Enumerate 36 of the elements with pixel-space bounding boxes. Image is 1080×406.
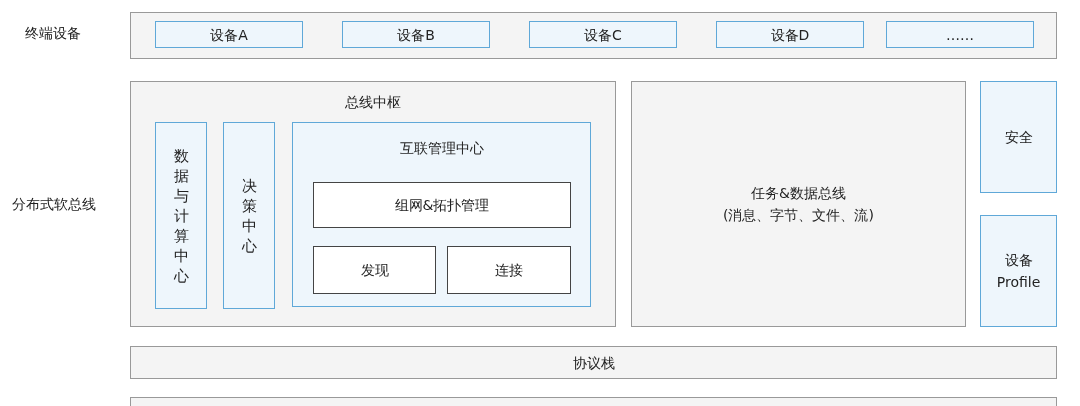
box-label: 设备A: [210, 25, 248, 45]
device-box: [886, 21, 1034, 48]
box-label: ……: [946, 25, 974, 45]
box-label: 协议栈: [572, 353, 615, 373]
box-label: 设备B: [397, 25, 435, 45]
module-panel: [292, 122, 591, 307]
module-title: 决策中心: [241, 175, 257, 256]
module-title: 互联管理中心: [398, 140, 485, 158]
box-subtitle: (消息、字节、文件、流): [723, 206, 874, 225]
device-box: [155, 21, 303, 48]
layer-band: [130, 397, 1057, 406]
module-column: [223, 122, 275, 309]
box-label: 发现: [360, 261, 389, 280]
module-panel: [980, 81, 1057, 193]
module-title: 数据与计算中心: [173, 145, 189, 286]
box-label: 安全: [1003, 128, 1034, 147]
function-box: [313, 246, 436, 294]
device-box: [716, 21, 864, 48]
box-label: 连接: [495, 261, 523, 280]
device-box: [529, 21, 677, 48]
box-label: 任务&数据总线: [751, 184, 846, 203]
module-panel: [631, 81, 966, 327]
layer-label: 分布式软总线: [12, 196, 96, 214]
module-title: 总线中枢: [344, 94, 402, 112]
box-label: 设备C: [584, 25, 622, 45]
module-panel: [980, 215, 1057, 327]
box-label: 组网&拓扑管理: [394, 196, 490, 215]
module-panel: [130, 81, 616, 327]
box-label: 设备D: [770, 25, 810, 45]
box-label: 设备 Profile: [995, 251, 1042, 292]
module-column: [155, 122, 207, 309]
function-box: [313, 182, 571, 228]
device-box: [342, 21, 490, 48]
module-panel: [130, 346, 1057, 379]
layer-label: 终端设备: [25, 25, 81, 43]
function-box: [447, 246, 571, 294]
